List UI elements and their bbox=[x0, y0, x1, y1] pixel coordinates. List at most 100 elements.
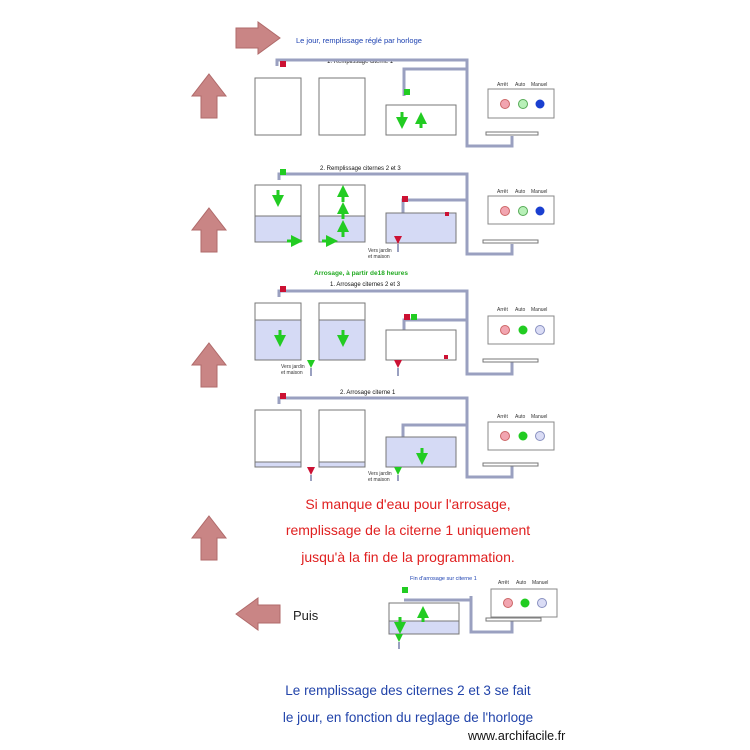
green-valve bbox=[280, 169, 286, 175]
red-text-line-2: remplissage de la citerne 1 uniquement bbox=[286, 522, 530, 538]
red-valve-outlet bbox=[394, 360, 402, 368]
up-arrow-2-icon bbox=[190, 207, 228, 253]
green-valve-outlet bbox=[307, 360, 315, 368]
manuel-indicator bbox=[535, 431, 545, 441]
red-text-line-3: jusqu'à la fin de la programmation. bbox=[300, 549, 515, 565]
tank-2 bbox=[318, 77, 366, 136]
section-title: Arrosage, à partir de18 heures bbox=[314, 270, 408, 277]
manuel-indicator bbox=[537, 598, 547, 608]
panel-2: 2. Remplissage citernes 2 et 3 Vers jard… bbox=[254, 166, 555, 260]
label-arret: Arrêt bbox=[497, 307, 508, 313]
green-valve bbox=[404, 89, 410, 95]
panel-4: 2. Arrosage citerne 1 Vers jardin et mai… bbox=[254, 390, 555, 483]
shelf bbox=[482, 358, 539, 363]
outlet-label-2: et maison bbox=[368, 477, 390, 483]
panel-3: Arrosage, à partir de18 heures 1. Arrosa… bbox=[254, 270, 555, 376]
pipe bbox=[401, 423, 467, 438]
arret-indicator bbox=[500, 325, 510, 335]
red-valve bbox=[280, 286, 286, 292]
panel-5-title: Fin d'arrosage sur citerne 1 bbox=[410, 576, 477, 582]
label-manuel: Manuel bbox=[531, 189, 547, 195]
pipe bbox=[275, 58, 514, 148]
auto-indicator bbox=[518, 99, 528, 109]
outlet-label-1: Vers jardin bbox=[281, 364, 305, 370]
up-arrow-3-icon bbox=[190, 342, 228, 388]
arret-indicator bbox=[503, 598, 513, 608]
pipe bbox=[469, 596, 514, 634]
pipe bbox=[401, 198, 467, 214]
panel-1-title: 1. Remplissage citerne 1 bbox=[327, 59, 394, 65]
panel-2-title: 2. Remplissage citernes 2 et 3 bbox=[320, 166, 401, 172]
outlet-label-1: Vers jardin bbox=[368, 471, 392, 477]
arret-indicator bbox=[500, 431, 510, 441]
manuel-indicator bbox=[535, 206, 545, 216]
header-title: Le jour, remplissage réglé par horloge bbox=[296, 36, 422, 45]
outlet-label-2: et maison bbox=[281, 370, 303, 376]
auto-indicator bbox=[518, 431, 528, 441]
shelf bbox=[482, 239, 539, 244]
red-valve-outlet bbox=[307, 467, 315, 475]
manuel-indicator bbox=[535, 325, 545, 335]
label-manuel: Manuel bbox=[531, 414, 547, 420]
tank-1-water bbox=[254, 461, 302, 468]
up-arrow-1-icon bbox=[190, 73, 228, 119]
panel-5: Fin d'arrosage sur citerne 1 Arrêt Auto … bbox=[388, 576, 558, 649]
tank-1 bbox=[254, 409, 302, 468]
label-arret: Arrêt bbox=[497, 189, 508, 195]
pipe bbox=[277, 396, 514, 479]
left-arrow-top-icon bbox=[235, 21, 281, 55]
label-manuel: Manuel bbox=[531, 82, 547, 88]
red-valve bbox=[445, 212, 449, 216]
red-valve bbox=[444, 355, 448, 359]
blue-text-line-2: le jour, en fonction du reglage de l'hor… bbox=[283, 710, 533, 725]
tank-2 bbox=[318, 409, 366, 468]
auto-indicator bbox=[518, 206, 528, 216]
tank-1-water bbox=[254, 319, 302, 361]
label-auto: Auto bbox=[515, 189, 526, 195]
blue-text-line-1: Le remplissage des citernes 2 et 3 se fa… bbox=[285, 683, 531, 698]
manuel-indicator bbox=[535, 99, 545, 109]
pipe bbox=[277, 172, 514, 256]
label-auto: Auto bbox=[515, 414, 526, 420]
shelf bbox=[485, 617, 542, 622]
label-manuel: Manuel bbox=[531, 307, 547, 313]
label-arret: Arrêt bbox=[497, 414, 508, 420]
shelf bbox=[482, 462, 539, 467]
panel-4-title: 2. Arrosage citerne 1 bbox=[340, 390, 396, 396]
label-arret: Arrêt bbox=[497, 82, 508, 88]
red-valve bbox=[280, 393, 286, 399]
label-auto: Auto bbox=[516, 580, 527, 586]
tank-2-water bbox=[318, 461, 366, 468]
auto-indicator bbox=[518, 325, 528, 335]
tank-2-water bbox=[318, 319, 366, 361]
panel-3-title: 1. Arrosage citernes 2 et 3 bbox=[330, 282, 401, 288]
green-valve bbox=[402, 587, 408, 593]
red-valve bbox=[404, 314, 410, 320]
outlet-label-2: et maison bbox=[368, 254, 390, 260]
green-valve-outlet bbox=[394, 467, 402, 475]
tank-1 bbox=[254, 77, 302, 136]
green-valve bbox=[411, 314, 417, 320]
arret-indicator bbox=[500, 99, 510, 109]
red-valve-outlet bbox=[394, 236, 402, 244]
label-arret: Arrêt bbox=[498, 580, 509, 586]
pipe bbox=[277, 289, 514, 376]
red-valve bbox=[402, 196, 408, 202]
shelf bbox=[485, 131, 539, 136]
tank-1-water bbox=[254, 215, 302, 243]
arret-indicator bbox=[500, 206, 510, 216]
left-arrow-bottom-icon bbox=[235, 597, 281, 631]
label-auto: Auto bbox=[515, 82, 526, 88]
panel-1: 1. Remplissage citerne 1 Arrêt Auto Manu… bbox=[254, 58, 555, 148]
outlet-label-1: Vers jardin bbox=[368, 248, 392, 254]
up-arrow-4-icon bbox=[190, 515, 228, 561]
puis-label: Puis bbox=[293, 608, 319, 623]
label-manuel: Manuel bbox=[532, 580, 548, 586]
green-valve-outlet bbox=[395, 634, 403, 642]
pipe bbox=[402, 67, 467, 96]
auto-indicator bbox=[520, 598, 530, 608]
watermark: www.archifacile.fr bbox=[467, 729, 565, 743]
red-valve bbox=[280, 61, 286, 67]
label-auto: Auto bbox=[515, 307, 526, 313]
